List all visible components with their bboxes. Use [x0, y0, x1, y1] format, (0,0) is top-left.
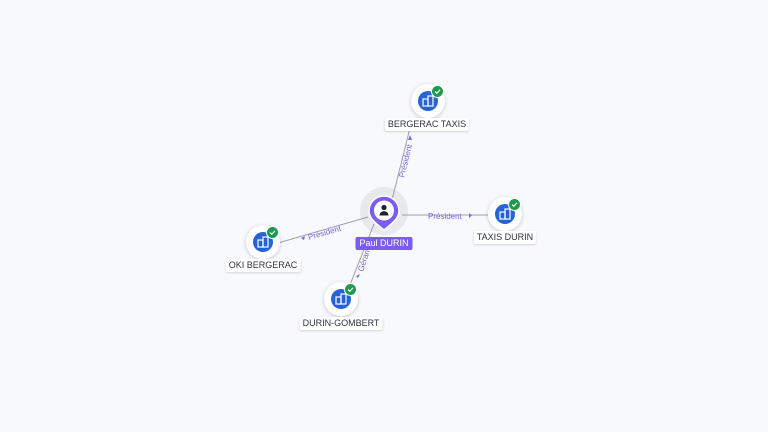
check-badge-icon: [431, 85, 444, 98]
person-label[interactable]: Paul DURIN: [355, 237, 413, 250]
edge-arrow: [301, 236, 305, 240]
edge-president-taxis-durin: Président: [402, 212, 492, 221]
edge-label: Président: [428, 212, 463, 221]
company-node-taxis-durin[interactable]: [488, 197, 522, 231]
company-label[interactable]: BERGERAC TAXIS: [384, 118, 470, 131]
check-badge-icon: [266, 226, 279, 239]
user-icon: [368, 195, 400, 231]
check-badge-icon: [508, 198, 521, 211]
company-label[interactable]: TAXIS DURIN: [473, 231, 537, 244]
person-node[interactable]: [360, 187, 408, 235]
company-label[interactable]: OKI BERGERAC: [225, 259, 301, 272]
company-node-oki-bergerac[interactable]: [246, 225, 280, 259]
company-label[interactable]: DURIN-GOMBERT: [299, 317, 383, 330]
check-badge-icon: [344, 283, 357, 296]
edge-arrow: [408, 135, 412, 140]
company-node-durin-gombert[interactable]: [324, 282, 358, 316]
edge-arrow: [356, 274, 360, 278]
company-node-bergerac-taxis[interactable]: [411, 84, 445, 118]
edge-label: Président: [307, 224, 343, 242]
edge-label: Président: [397, 143, 414, 179]
edge-arrow: [469, 213, 472, 218]
